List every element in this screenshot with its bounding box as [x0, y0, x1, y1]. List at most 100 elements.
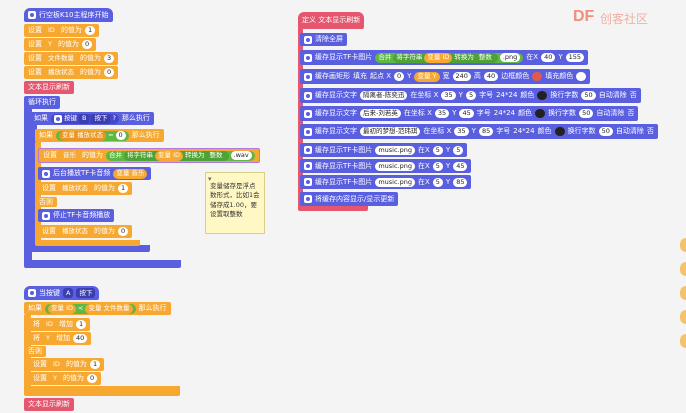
value-input[interactable]: 40	[72, 334, 88, 343]
cache-music-image-1[interactable]: 缓存显示TF卡图片 music.png 在X 5 Y 5	[300, 143, 468, 157]
clear-screen-block[interactable]: 清除全屏	[300, 33, 347, 46]
variable-reporter[interactable]: 变量 Y	[414, 71, 440, 82]
cache-music-image-3[interactable]: 缓存显示TF卡图片 music.png 在X 5 Y 85	[300, 175, 472, 189]
key-dropdown[interactable]: B	[79, 113, 90, 124]
size-dropdown[interactable]: 24*24	[513, 127, 535, 135]
action-dropdown[interactable]: 按下	[91, 113, 111, 124]
y-input[interactable]: 5	[453, 145, 464, 155]
x-input[interactable]: 0	[394, 72, 405, 81]
key-dropdown[interactable]: A	[63, 288, 74, 298]
define-refresh-hat[interactable]: 定义 文本显示刷新	[298, 12, 365, 29]
type-dropdown[interactable]: 整数	[478, 53, 492, 62]
edge-tab[interactable]	[680, 310, 686, 324]
auto-clear-dropdown[interactable]: 否	[646, 127, 654, 135]
value-input[interactable]: 0	[86, 374, 98, 383]
x-input[interactable]: 35	[441, 91, 456, 100]
play-bg-audio-block[interactable]: 后台播放TF卡音频 变量 音乐	[38, 167, 152, 180]
text-color-swatch[interactable]	[554, 127, 565, 136]
if-button-b-block[interactable]: 如果 按键 B 按下 ? 那么执行	[30, 112, 154, 125]
border-color-swatch[interactable]	[532, 72, 543, 81]
when-button-hat[interactable]: 当按键 A 按下	[24, 286, 100, 300]
var-dropdown[interactable]: 播放状态	[62, 184, 88, 193]
k10-main-start-hat[interactable]: 行空板K10主程序开始	[24, 8, 113, 22]
cache-music-image-2[interactable]: 缓存显示TF卡图片 music.png 在X 5 Y 45	[300, 159, 472, 173]
less-than-condition[interactable]: 变量 ID < 变量 文件数量	[45, 303, 136, 314]
cache-text-block-3[interactable]: 缓存显示文字 最初的梦想-范玮琪 在坐标 X 35 Y 85 字号 24*24 …	[300, 124, 658, 139]
cache-rect-block[interactable]: 缓存画矩形 填充 起点 X 0 Y 变量 Y 宽 240 高 40 边框颜色 填…	[300, 69, 591, 84]
cache-image-block[interactable]: 缓存显示TF卡图片 合并 将字符串 变量 ID 转换为 整数 .png 在X 4…	[300, 50, 589, 65]
variable-reporter[interactable]: 变量 ID	[424, 52, 453, 63]
call-refresh-block[interactable]: 文本显示刷新	[24, 398, 74, 411]
equals-condition[interactable]: 变量 播放状态 = 0	[56, 130, 129, 141]
var-dropdown[interactable]: Y	[53, 374, 57, 383]
type-dropdown[interactable]: 整数	[209, 151, 223, 160]
value-input[interactable]: 0	[118, 227, 129, 236]
auto-clear-dropdown[interactable]: 否	[629, 91, 637, 99]
loop-block[interactable]: 循环执行	[24, 96, 60, 109]
value-input[interactable]: 1	[75, 320, 87, 329]
y-input[interactable]: 85	[478, 127, 494, 136]
convert-reporter[interactable]: 将字符串 变量 ID 转换为 整数	[393, 52, 498, 63]
wrap-input[interactable]: 50	[581, 91, 596, 100]
variable-reporter[interactable]: 变量 ID	[155, 150, 183, 161]
stop-audio-block[interactable]: 停止TF卡音频播放	[38, 209, 115, 222]
change-y-block[interactable]: 将 Y 增加 40	[29, 332, 92, 345]
edge-tab[interactable]	[680, 286, 686, 300]
set-id-block[interactable]: 设置 ID 的值为 1	[29, 358, 105, 371]
x-input[interactable]: 5	[432, 177, 443, 187]
set-state0-block[interactable]: 设置 播放状态 的值为 0	[38, 225, 133, 238]
var-dropdown[interactable]: ID	[53, 360, 60, 369]
set-music-block[interactable]: 设置 音乐 的值为 合并 将字符串 变量 ID 转换为 整数 .wav	[38, 148, 260, 163]
value-input[interactable]: 0	[115, 131, 126, 140]
auto-clear-dropdown[interactable]: 否	[627, 109, 635, 117]
y-input[interactable]: 155	[565, 53, 585, 62]
var-dropdown[interactable]: ID	[46, 320, 53, 329]
wrap-input[interactable]: 50	[598, 127, 613, 136]
set-state-block[interactable]: 设置 播放状态 的值为 0	[24, 66, 119, 79]
comment-note[interactable]: ▾ 变量储存是浮点数形式，比如1会储存成1.00，要设置取整数	[205, 172, 265, 234]
collapse-icon[interactable]: ▾	[208, 175, 212, 183]
set-state1-block[interactable]: 设置 播放状态 的值为 1	[38, 182, 133, 195]
x-input[interactable]: 5	[432, 145, 443, 155]
size-dropdown[interactable]: 24*24	[493, 109, 516, 117]
edge-tab[interactable]	[680, 238, 686, 252]
value-input[interactable]: 0	[104, 68, 115, 77]
text-input[interactable]: 最初的梦想-范玮琪	[360, 127, 421, 136]
value-input[interactable]: 1	[84, 26, 96, 35]
if-state-zero-block[interactable]: 如果 变量 播放状态 = 0 那么执行	[35, 129, 164, 142]
text-color-swatch[interactable]	[535, 109, 546, 118]
value-input[interactable]: 1	[89, 360, 101, 369]
variable-reporter[interactable]: 变量 文件数量	[85, 303, 133, 314]
var-dropdown[interactable]: Y	[48, 40, 52, 49]
file-input[interactable]: music.png	[375, 145, 415, 155]
var-dropdown[interactable]: 音乐	[63, 151, 76, 160]
cache-text-block-2[interactable]: 缓存显示文字 后来-刘若英 在坐标 X 35 Y 45 字号 24*24 颜色 …	[300, 106, 639, 121]
text-color-swatch[interactable]	[537, 91, 548, 100]
value-input[interactable]: 0	[81, 40, 93, 49]
join-reporter[interactable]: 合并 将字符串 变量 ID 转换为 整数 .wav	[106, 150, 255, 161]
if-id-less-block[interactable]: 如果 变量 ID < 变量 文件数量 那么执行	[24, 302, 171, 315]
set-y-block[interactable]: 设置 Y 的值为 0	[24, 38, 97, 51]
y-input[interactable]: 5	[465, 91, 477, 100]
join-reporter[interactable]: 合并 将字符串 变量 ID 转换为 整数 .png	[375, 52, 524, 63]
change-id-block[interactable]: 将 ID 增加 1	[29, 318, 91, 331]
var-dropdown[interactable]: 播放状态	[48, 68, 74, 77]
set-files-block[interactable]: 设置 文件数量 的值为 3	[24, 52, 119, 65]
set-y-block[interactable]: 设置 Y 的值为 0	[29, 372, 102, 385]
y-input[interactable]: 45	[453, 161, 468, 171]
commit-display-block[interactable]: 将缓存内容显示/显示更新	[300, 192, 399, 206]
var-dropdown[interactable]: Y	[46, 334, 50, 343]
text-input[interactable]: 后来-刘若英	[360, 109, 401, 118]
text-input[interactable]: 隔离者-陈奕迅	[360, 91, 408, 100]
x-input[interactable]: 40	[541, 53, 556, 62]
x-input[interactable]: 5	[432, 161, 443, 171]
var-dropdown[interactable]: ID	[48, 26, 55, 35]
variable-reporter[interactable]: 变量 ID	[48, 303, 76, 314]
cache-text-block-1[interactable]: 缓存显示文字 隔离者-陈奕迅 在坐标 X 35 Y 5 字号 24*24 颜色 …	[300, 88, 641, 103]
size-dropdown[interactable]: 24*24	[496, 91, 518, 99]
action-dropdown[interactable]: 按下	[76, 288, 96, 298]
value-input[interactable]: 3	[104, 54, 115, 63]
set-id-block[interactable]: 设置 ID 的值为 1	[24, 24, 100, 37]
edge-tab[interactable]	[680, 262, 686, 276]
x-input[interactable]: 35	[454, 127, 469, 136]
